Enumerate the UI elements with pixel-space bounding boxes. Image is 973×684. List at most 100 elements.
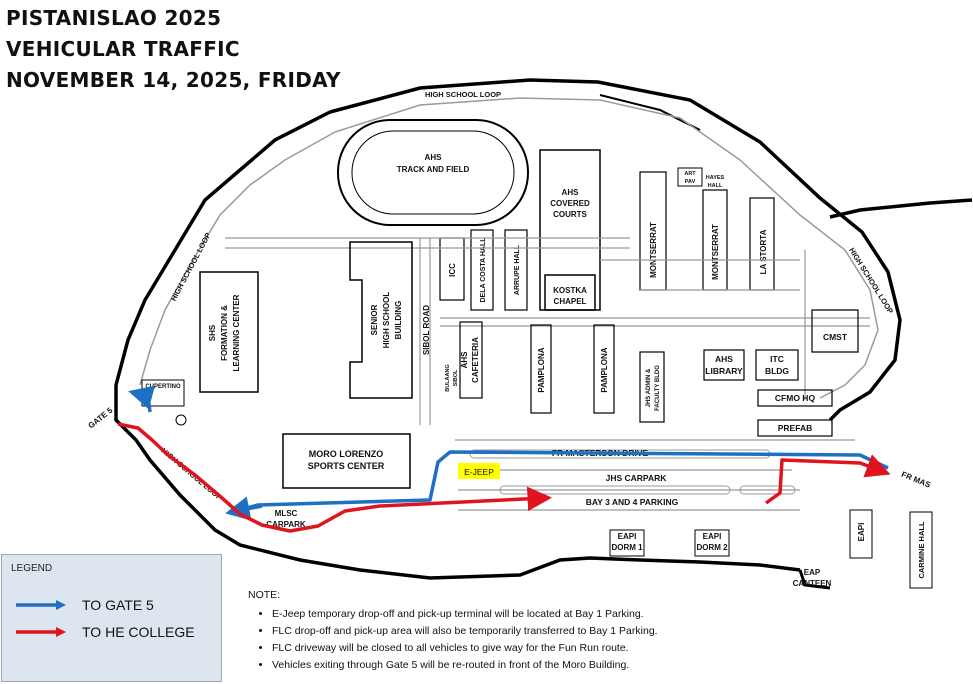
jhs-admin-label-a: JHS ADMIN & xyxy=(646,368,652,407)
pamplona-2-label: PAMPLONA xyxy=(600,347,609,392)
eapi-dorm1-label-b: DORM 1 xyxy=(611,543,643,552)
prefab-label: PREFAB xyxy=(778,423,812,433)
notes-list: E-Jeep temporary drop-off and pick-up te… xyxy=(248,608,808,671)
carmine-label: CARMINE HALL xyxy=(917,521,926,578)
notes-heading: NOTE: xyxy=(248,589,281,601)
parking-lanes xyxy=(455,439,855,511)
library-label-b: LIBRARY xyxy=(705,366,743,376)
la-storta-label: LA STORTA xyxy=(759,229,768,274)
sibol-road-label: SIBOL ROAD xyxy=(422,305,431,355)
art-label-b: PAV xyxy=(685,179,696,185)
art-label-a: ART xyxy=(684,171,696,177)
note-item: FLC driveway will be closed to all vehic… xyxy=(272,642,808,654)
courts-label-a: AHS xyxy=(562,188,580,197)
campus-roads xyxy=(225,237,870,425)
route-to-he-college xyxy=(117,422,552,533)
icc-label: ICC xyxy=(448,263,457,277)
cfmo-label: CFMO HQ xyxy=(775,393,816,403)
gate5-label: GATE 5 xyxy=(87,405,115,430)
eapi-dorm2-label-b: DORM 2 xyxy=(696,543,728,552)
eap-canteen-label-b: CANTEEN xyxy=(793,579,832,588)
hs-loop-right-label: HIGH SCHOOL LOOP xyxy=(847,246,895,315)
notes-section: NOTE: E-Jeep temporary drop-off and pick… xyxy=(248,589,808,676)
campus-boundary-left xyxy=(114,110,801,580)
campus-boundary-ne xyxy=(829,198,973,219)
map-title-line1: PISTANISLAO 2025 xyxy=(6,6,222,30)
jhs-admin-building xyxy=(639,351,665,423)
blue-arrow-icon xyxy=(16,600,66,610)
bulaang-label-b: SIBOL xyxy=(453,369,459,386)
kostka-chapel xyxy=(544,274,596,311)
arrupe-hall xyxy=(504,229,528,311)
hs-loop-left-label: HIGH SCHOOL LOOP xyxy=(169,231,213,302)
mlsc-label-b: CARPARK xyxy=(266,520,306,529)
map-title-line3: NOVEMBER 14, 2025, FRIDAY xyxy=(6,68,341,92)
montserrat-1-label: MONTSERRAT xyxy=(649,222,658,278)
eapi-building xyxy=(849,509,873,559)
shs-formation-center xyxy=(199,271,259,393)
track-and-field xyxy=(337,119,529,226)
mlsc-label-a: MLSC xyxy=(275,509,298,518)
pamplona-1-label: PAMPLONA xyxy=(537,347,546,392)
courts-label-c: COURTS xyxy=(553,210,587,219)
bulaang-label-a: BULAANG xyxy=(445,364,451,392)
montserrat-2-label: MONTSERRAT xyxy=(711,224,720,280)
high-school-loop-road xyxy=(334,97,879,399)
campus-boundary-se xyxy=(798,569,831,590)
legend-label-to-gate5: TO GATE 5 xyxy=(82,597,154,613)
art-pav xyxy=(677,167,703,187)
high-school-loop-road-left xyxy=(139,131,336,386)
senior-label-a: SENIOR xyxy=(370,304,379,335)
carpark-island-1 xyxy=(499,485,731,495)
carmine-hall xyxy=(909,511,933,589)
cupertino-label: CUPERTINO xyxy=(145,384,181,390)
note-item: FLC drop-off and pick-up area will also … xyxy=(272,625,808,637)
legend-panel: LEGEND TO GATE 5 TO HE COLLEGE xyxy=(1,554,222,682)
legend-item-to-gate5: TO GATE 5 xyxy=(14,597,154,613)
prefab xyxy=(757,419,833,437)
moro-label-b: SPORTS CENTER xyxy=(308,461,385,471)
eap-canteen-label-a: EAP xyxy=(804,568,821,577)
red-arrow-icon xyxy=(16,627,66,637)
bay34-label: BAY 3 AND 4 PARKING xyxy=(586,497,679,507)
route-to-he-college-east xyxy=(764,454,891,505)
itc-label-a: ITC xyxy=(770,354,784,364)
map-title-line2: VEHICULAR TRAFFIC xyxy=(6,37,240,61)
eapi-dorm1-label-a: EAPI xyxy=(618,532,637,541)
route-to-gate5-arrow-b xyxy=(128,385,156,410)
hayes-label-a: HAYES xyxy=(706,175,725,181)
carpark-island-2 xyxy=(739,485,796,495)
note-item: E-Jeep temporary drop-off and pick-up te… xyxy=(272,608,808,620)
cmst-building xyxy=(811,309,859,353)
roundabout xyxy=(175,414,187,426)
itc-building xyxy=(755,349,799,381)
ahs-cafeteria xyxy=(459,321,483,399)
eapi-dorm2-label-a: EAPI xyxy=(703,532,722,541)
hayes-label-b: HALL xyxy=(708,183,723,189)
eapi-label: EAPI xyxy=(857,523,866,542)
courts-label-b: COVERED xyxy=(550,199,590,208)
eapi-dorm-2 xyxy=(694,529,730,557)
legend-item-to-he-college: TO HE COLLEGE xyxy=(14,624,195,640)
hs-loop-top-label: HIGH SCHOOL LOOP xyxy=(425,90,501,99)
shs-label-b: FORMATION & xyxy=(220,305,229,361)
kostka-label-a: KOSTKA xyxy=(553,286,587,295)
shs-label-a: SHS xyxy=(208,324,217,341)
pamplona-2 xyxy=(593,324,615,414)
fr-mas-label: FR MAS xyxy=(900,470,932,490)
eapi-dorm-1 xyxy=(609,529,645,557)
library-label-a: AHS xyxy=(715,354,733,364)
arrupe-label: ARRUPE HALL xyxy=(514,244,521,295)
cafeteria-label-b: CAFETERIA xyxy=(471,337,480,383)
pamplona-1 xyxy=(530,324,552,414)
cmst-label: CMST xyxy=(823,332,848,342)
ejeep-label: E-JEEP xyxy=(464,467,494,477)
track-and-field-inner xyxy=(351,130,515,215)
shs-label-c: LEARNING CENTER xyxy=(232,294,241,371)
senior-label-b: HIGH SCHOOL xyxy=(382,292,391,349)
moro-label-a: MORO LORENZO xyxy=(309,449,384,459)
ejeep-highlight xyxy=(458,463,500,479)
kostka-label-b: CHAPEL xyxy=(554,297,587,306)
cafeteria-label-a: AHS xyxy=(460,351,469,369)
